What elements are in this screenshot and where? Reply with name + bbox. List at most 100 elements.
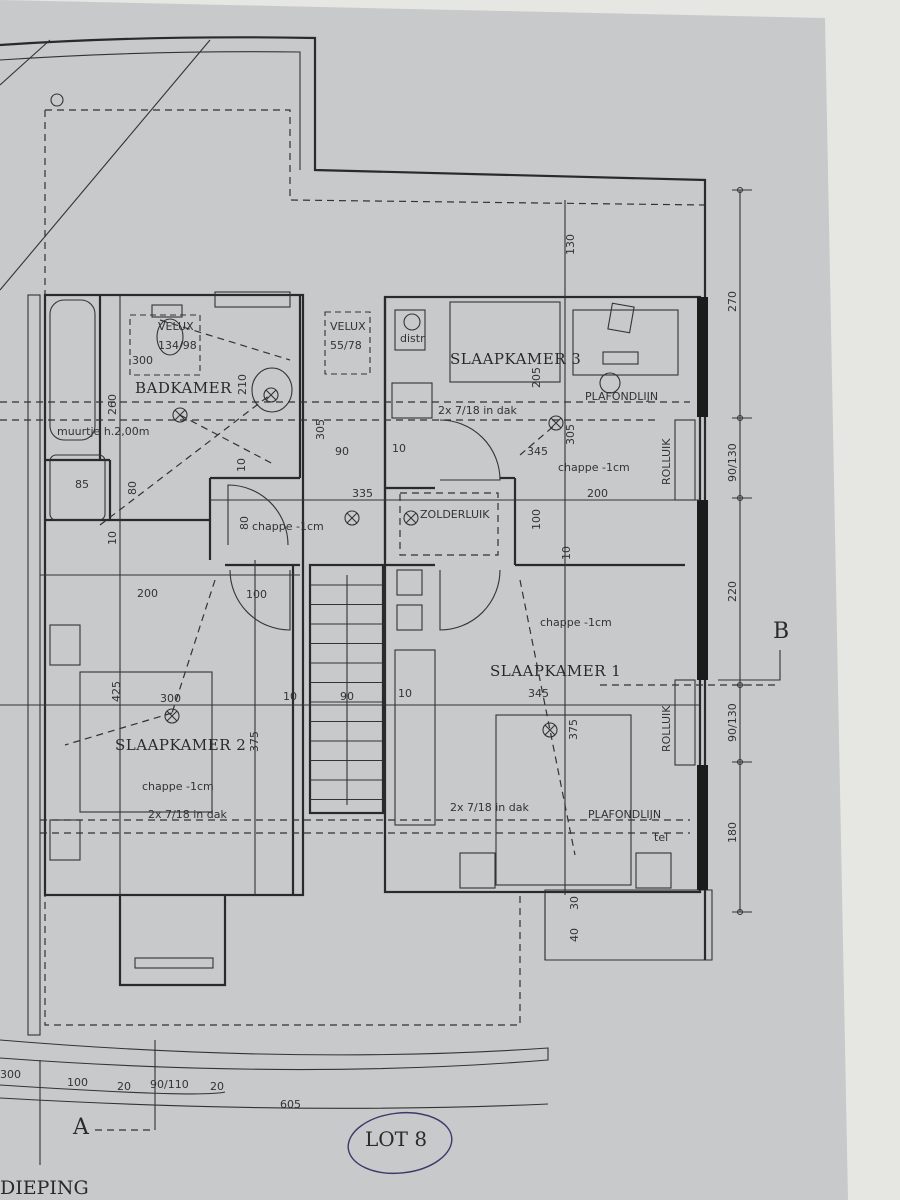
dim-bottom: 100: [67, 1076, 88, 1089]
label-zolderluik: ZOLDERLUIK: [420, 508, 490, 521]
ceiling-light-icon: [344, 510, 360, 526]
lot-circle: [347, 1111, 453, 1175]
dim-right: 270: [726, 291, 739, 312]
light-cross: [405, 512, 417, 524]
dimension-node: [736, 494, 744, 502]
ceiling-light-icon: [542, 722, 558, 738]
notes: VELUX 134/98 VELUX 55/78 distr muurtje h…: [57, 320, 673, 844]
light-fixtures: [164, 387, 564, 738]
stair-outline: [308, 563, 385, 815]
dim: 375: [248, 731, 261, 752]
light-cross: [174, 409, 186, 421]
note-dak-bk2: 2x 7/18 in dak: [148, 808, 227, 821]
dim: 10: [106, 531, 119, 545]
dim-bottom: 20: [210, 1080, 224, 1093]
dim-right: 220: [726, 581, 739, 602]
lot-label: LOT 8: [365, 1127, 427, 1151]
dim: 425: [110, 681, 123, 702]
light-circle: [403, 510, 419, 526]
dim-bottom: 605: [280, 1098, 301, 1111]
dim-bottom: 300: [0, 1068, 21, 1081]
walls: [27, 293, 708, 1036]
room-labels: BADKAMER SLAAPKAMER 3 SLAAPKAMER 1 SLAAP…: [115, 350, 621, 754]
dim: 40: [568, 928, 581, 942]
dim: 100: [530, 509, 543, 530]
ceiling-light-icon: [172, 407, 188, 423]
note-plafondlijn-bk3: PLAFONDLIJN: [585, 390, 658, 403]
dim-bottom: 20: [117, 1080, 131, 1093]
note-dak-bk1: 2x 7/18 in dak: [450, 801, 529, 814]
note-chappe-hall: chappe -1cm: [252, 520, 324, 533]
ceiling-light-icon: [164, 708, 180, 724]
dim: 260: [106, 394, 119, 415]
note-muurtje: muurtje h.2,00m: [57, 425, 150, 438]
dim: 345: [527, 445, 548, 458]
light-cross: [346, 512, 358, 524]
dim-bottom: 90/110: [150, 1078, 189, 1091]
dim: 305: [314, 419, 327, 440]
dim: 80: [126, 481, 139, 495]
dim: 85: [75, 478, 89, 491]
staircase: [308, 563, 385, 815]
dimension-grid: [0, 186, 781, 1165]
light-cross: [166, 710, 178, 722]
dim: 200: [137, 587, 158, 600]
note-velux-1-size: 134/98: [158, 339, 197, 352]
dimensions: 130 300 260 210 305 90 10 205 305 345 20…: [0, 234, 739, 1111]
dim: 210: [236, 374, 249, 395]
note-rolluik-1: ROLLUIK: [660, 438, 673, 485]
note-plafondlijn-bk1: PLAFONDLIJN: [588, 808, 661, 821]
dim: 335: [352, 487, 373, 500]
note-velux-2-size: 55/78: [330, 339, 362, 352]
dim: 305: [564, 424, 577, 445]
note-rolluik-2: ROLLUIK: [660, 705, 673, 752]
dim: 300: [132, 354, 153, 367]
ceiling-light-icon: [403, 510, 419, 526]
note-velux-2: VELUX: [330, 320, 366, 333]
ceiling-lines: [0, 319, 690, 856]
light-circle: [542, 722, 558, 738]
dimension-node: [736, 758, 744, 766]
room-slaapkamer-3: SLAAPKAMER 3: [450, 350, 581, 368]
floor-title: DIEPING: [0, 1177, 89, 1199]
ceiling-light-icon: [263, 387, 279, 403]
dimension-node: [736, 908, 744, 916]
dim: 300: [160, 692, 181, 705]
dim: 90: [335, 445, 349, 458]
note-velux-1: VELUX: [158, 320, 194, 333]
fixtures: [49, 291, 696, 889]
light-cross: [265, 389, 277, 401]
light-circle: [344, 510, 360, 526]
dim: 10: [283, 690, 297, 703]
light-circle: [548, 415, 564, 431]
room-badkamer: BADKAMER: [135, 379, 232, 397]
light-cross: [544, 724, 556, 736]
dim: 80: [238, 516, 251, 530]
dim: 200: [587, 487, 608, 500]
dimension-node: [736, 186, 744, 194]
dim: 10: [235, 458, 248, 472]
dim: 205: [530, 367, 543, 388]
light-cross: [550, 417, 562, 429]
dim: 90: [340, 690, 354, 703]
note-chappe-bk2: chappe -1cm: [142, 780, 214, 793]
light-circle: [263, 387, 279, 403]
dim: 375: [567, 719, 580, 740]
dim-right: 90/130: [726, 443, 739, 482]
section-a-marker: A: [72, 1115, 90, 1140]
room-slaapkamer-2: SLAAPKAMER 2: [115, 736, 246, 754]
dim: 10: [398, 687, 412, 700]
dim: 345: [528, 687, 549, 700]
dim: 130: [564, 234, 577, 255]
room-slaapkamer-1: SLAAPKAMER 1: [490, 662, 621, 680]
note-chappe-bk1: chappe -1cm: [540, 616, 612, 629]
ceiling-light-icon: [548, 415, 564, 431]
note-dak-bk3: 2x 7/18 in dak: [438, 404, 517, 417]
light-circle: [164, 708, 180, 724]
note-distr: distr: [400, 332, 425, 345]
dim: 10: [392, 442, 406, 455]
note-tel: tel: [654, 831, 668, 844]
dim-right: 90/130: [726, 703, 739, 742]
paper-sheet: [0, 0, 848, 1200]
